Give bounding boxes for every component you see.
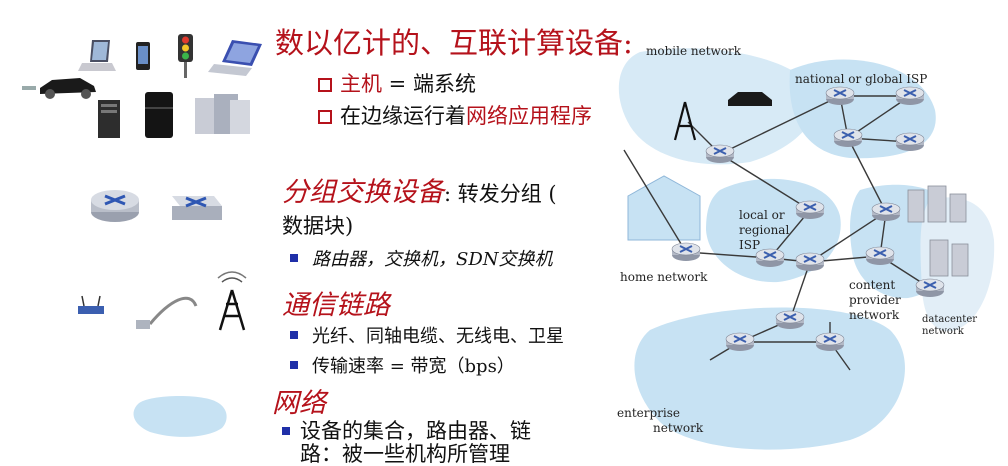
square-bullet-icon — [290, 361, 298, 369]
router-icon — [91, 190, 139, 222]
packet-switch-section: 分组交换设备: 转发分组 ( 数据块) — [282, 178, 557, 241]
label-mobile-network: mobile network — [646, 44, 742, 58]
routers — [671, 86, 945, 351]
label-content-provider: content provider network — [849, 278, 901, 323]
label-global-isp: national or global ISP — [795, 72, 928, 86]
car-icon — [22, 78, 96, 99]
networks-desc: 设备的集合，路由器、链 路：被一些机构所管理 — [282, 420, 531, 466]
device-icons — [22, 34, 262, 437]
router-icon — [705, 144, 735, 163]
router-icon — [895, 86, 925, 105]
datacenter-servers — [907, 185, 969, 277]
label-content-line1: content — [849, 278, 896, 292]
links-item-1: 光纤、同轴电缆、无线电、卫星 — [290, 322, 564, 348]
wireless-access-point-icon — [78, 295, 104, 314]
slide-title: 数以亿计的、互联计算设备: — [275, 26, 633, 60]
networks-desc-line1: 设备的集合，路由器、链 — [300, 419, 531, 443]
checkbox-bullet-icon — [318, 110, 332, 124]
router-icon — [825, 86, 855, 105]
router-icon — [871, 202, 901, 221]
bullet-hosts: 主机 = 端系统 — [318, 68, 476, 98]
router-icon — [795, 252, 825, 271]
packet-switch-examples-text: 路由器，交换机，SDN交换机 — [312, 249, 553, 270]
network-cloud-icon — [133, 396, 227, 437]
router-icon — [815, 332, 845, 351]
label-regional-isp-line1: local or — [739, 208, 785, 222]
label-enterprise-line1: enterprise — [617, 406, 681, 420]
networks-desc-line2: 路：被一些机构所管理 — [300, 442, 510, 466]
refrigerator-icon — [145, 92, 173, 138]
label-regional-isp: local or regional ISP — [739, 208, 789, 253]
networks-heading: 网络 — [272, 388, 326, 419]
label-regional-isp-line3: ISP — [739, 238, 761, 252]
hosts-label: 主机 — [340, 72, 382, 96]
links-item-1-text: 光纤、同轴电缆、无线电、卫星 — [312, 326, 564, 347]
router-icon — [755, 248, 785, 267]
checkbox-bullet-icon — [318, 78, 332, 92]
packet-switch-desc: : 转发分组 ( — [444, 182, 557, 206]
label-content-line3: network — [849, 308, 900, 322]
bullet-edge-apps: 在边缘运行着网络应用程序 — [318, 100, 592, 130]
packet-switch-desc-line2: 数据块) — [282, 214, 354, 238]
laptop-icon — [208, 40, 262, 76]
laptop-icon — [78, 40, 116, 71]
router-icon — [775, 310, 805, 329]
label-datacenter-line2: network — [922, 326, 964, 337]
car-icon — [728, 92, 772, 106]
router-icon — [725, 332, 755, 351]
square-bullet-icon — [282, 427, 290, 435]
hosts-desc: = 端系统 — [382, 72, 476, 96]
square-bullet-icon — [290, 331, 298, 339]
router-icon — [833, 128, 863, 147]
square-bullet-icon — [290, 254, 298, 262]
router-icon — [671, 242, 701, 261]
label-enterprise-line2: network — [653, 421, 704, 435]
server-rack-icon — [195, 94, 250, 134]
router-icon — [895, 132, 925, 151]
traffic-light-icon — [178, 34, 193, 78]
ethernet-cable-icon — [136, 296, 198, 329]
label-datacenter-line1: datacenter — [922, 314, 978, 325]
router-icon — [795, 200, 825, 219]
cell-tower-icon — [673, 101, 697, 141]
label-datacenter: datacenter network — [922, 314, 977, 338]
server-icon — [98, 100, 120, 138]
links-heading: 通信链路 — [282, 290, 390, 321]
packet-switch-heading: 分组交换设备 — [282, 177, 444, 208]
packet-switch-examples: 路由器，交换机，SDN交换机 — [290, 245, 553, 271]
label-home-network: home network — [620, 270, 708, 284]
cell-tower-icon — [217, 271, 247, 331]
router-icon — [865, 246, 895, 265]
edge-apps-prefix: 在边缘运行着 — [340, 104, 466, 128]
label-regional-isp-line2: regional — [739, 223, 790, 237]
smartphone-icon — [136, 42, 150, 70]
label-enterprise: enterprise network — [617, 406, 703, 436]
router-icon — [915, 278, 945, 297]
internet-topology-diagram — [618, 48, 995, 450]
links-item-2: 传输速率 = 带宽（bps） — [290, 352, 515, 378]
switch-icon — [172, 196, 222, 220]
links-item-2-text: 传输速率 = 带宽（bps） — [312, 356, 515, 377]
edge-apps-highlight: 网络应用程序 — [466, 104, 592, 128]
label-content-line2: provider — [849, 293, 901, 307]
